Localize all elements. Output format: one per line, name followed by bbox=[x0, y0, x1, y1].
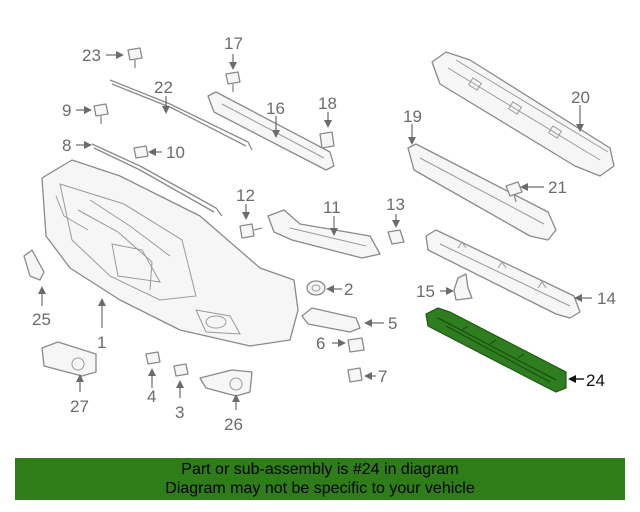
callout-20: 20 bbox=[571, 88, 590, 107]
callout-23: 23 bbox=[82, 46, 101, 65]
part-12-bolt bbox=[239, 223, 263, 239]
part-13-nut bbox=[387, 229, 405, 245]
part-8-molding bbox=[91, 143, 223, 217]
callout-8: 8 bbox=[62, 136, 71, 155]
part-22-strip bbox=[109, 79, 253, 151]
callout-27: 27 bbox=[70, 397, 89, 416]
callout-1: 1 bbox=[97, 333, 106, 352]
part-10-clip bbox=[133, 145, 149, 159]
part-27-lamp-bracket bbox=[41, 341, 97, 377]
callout-10: 10 bbox=[166, 143, 185, 162]
part-25-bracket bbox=[23, 249, 45, 281]
part-6-clip bbox=[347, 337, 365, 353]
part-11-side-bracket bbox=[267, 209, 381, 259]
callout-11: 11 bbox=[323, 198, 341, 217]
callout-21: 21 bbox=[548, 178, 567, 197]
part-20-reinforcement bbox=[431, 51, 615, 177]
part-3-clip bbox=[173, 363, 189, 377]
part-7-clip bbox=[347, 367, 363, 383]
part-23-screw bbox=[127, 47, 143, 68]
part-21-bolt bbox=[505, 181, 523, 203]
part-9-clip bbox=[93, 103, 109, 124]
callout-18: 18 bbox=[318, 94, 337, 113]
callout-5: 5 bbox=[388, 314, 397, 333]
part-1-bumper-cover bbox=[41, 159, 299, 347]
callout-6: 6 bbox=[316, 334, 325, 353]
part-24-highlighted bbox=[425, 307, 567, 393]
callout-12: 12 bbox=[236, 186, 255, 205]
part-26-lamp-cover bbox=[199, 369, 253, 397]
callout-17: 17 bbox=[224, 34, 243, 53]
banner-line-1: Part or sub-assembly is #24 in diagram bbox=[181, 461, 459, 478]
part-15-clip bbox=[453, 273, 473, 301]
info-banner: Part or sub-assembly is #24 in diagram D… bbox=[15, 458, 625, 500]
callout-3: 3 bbox=[175, 403, 184, 422]
callout-22: 22 bbox=[154, 78, 173, 97]
part-17-clip bbox=[225, 71, 241, 92]
callout-7: 7 bbox=[378, 367, 387, 386]
callout-2: 2 bbox=[344, 280, 353, 299]
part-18-nut bbox=[319, 131, 335, 149]
banner-line-2: Diagram may not be specific to your vehi… bbox=[165, 480, 475, 497]
callout-15: 15 bbox=[416, 282, 435, 301]
callout-19: 19 bbox=[403, 107, 422, 126]
callout-25: 25 bbox=[32, 310, 51, 329]
part-4-clip bbox=[145, 351, 161, 365]
callout-14: 14 bbox=[597, 289, 616, 308]
part-2-grommet bbox=[306, 280, 326, 296]
part-19-absorber bbox=[407, 143, 557, 241]
callout-16: 16 bbox=[266, 99, 285, 118]
callout-24: 24 bbox=[586, 371, 605, 390]
callout-13: 13 bbox=[386, 195, 405, 214]
callout-26: 26 bbox=[224, 415, 243, 434]
callout-9: 9 bbox=[62, 101, 71, 120]
part-14-lower-beam bbox=[425, 229, 581, 319]
part-5-small-bracket bbox=[301, 307, 361, 333]
callout-4: 4 bbox=[147, 387, 156, 406]
